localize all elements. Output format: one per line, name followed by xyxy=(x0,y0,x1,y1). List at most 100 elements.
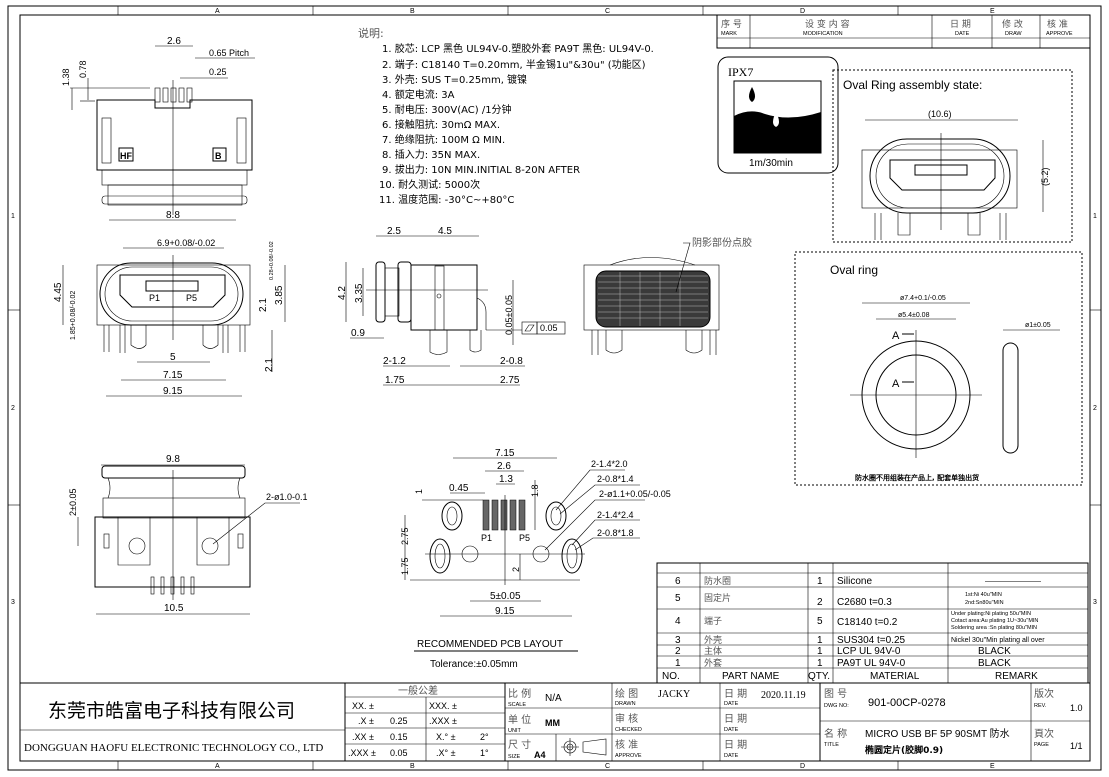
dim-text: 2.6 xyxy=(497,461,511,472)
bom-header: NO. PART NAME QTY. MATERIAL REMARK xyxy=(662,671,1038,682)
dim-text: 0.05 xyxy=(540,323,558,333)
dim-text: 1 xyxy=(414,489,424,494)
bom-name: 固定片 xyxy=(704,592,731,604)
tolerance-cell: X.° ± xyxy=(436,732,456,742)
unit-label-en: UNIT xyxy=(508,728,521,734)
zone-label: 2 xyxy=(11,405,15,412)
tolerance-cell: 2° xyxy=(480,732,489,742)
dim-text: ø7.4+0.1/-0.05 xyxy=(900,295,946,302)
dim-text: 2.6 xyxy=(167,36,181,47)
oval-ring-view: Oval ring ø7.4+0.1/-0.05 ø5.4±0.08 A A ø… xyxy=(794,251,1083,486)
rev-header: 修 改 xyxy=(1002,18,1023,30)
dim-text: 10.5 xyxy=(164,603,184,614)
note-item: 3. 外壳: SUS T=0.25mm, 镀镍 xyxy=(382,73,527,86)
dim-text: 2-0.8*1.4 xyxy=(597,474,634,484)
drawn-label-en: DRAWN xyxy=(615,701,636,707)
zone-label: C xyxy=(605,763,610,770)
side-view: 2.5 4.5 4.2 3.35 0.9 2-1.2 2-0.8 1.75 2.… xyxy=(337,226,566,386)
dim-text: 7.15 xyxy=(163,370,183,381)
rev-label-en: REV. xyxy=(1034,703,1047,709)
size-value: A4 xyxy=(534,750,546,760)
dim-text: 2-1.4*2.0 xyxy=(591,459,628,469)
dim-text: 0.65 Pitch xyxy=(209,48,249,58)
bom-no: 2 xyxy=(675,646,681,657)
dim-text: 5±0.05 xyxy=(490,591,521,602)
date-value: 2020.11.19 xyxy=(761,690,806,701)
scale-label-en: SCALE xyxy=(508,702,526,708)
bom-row: 6 防水圈 1 Silicone ———————— xyxy=(675,575,1041,587)
dim-text: 4.2 xyxy=(337,286,348,300)
title-label: 名 称 xyxy=(824,727,847,740)
dim-text: 2-ø1.1+0.05/-0.05 xyxy=(599,489,671,499)
bom-name: 端子 xyxy=(704,615,722,627)
zone-label: A xyxy=(215,763,220,770)
scale-value: N/A xyxy=(545,693,562,704)
ipx7-caption: 1m/30min xyxy=(749,158,793,169)
date-label-en: DATE xyxy=(724,727,739,733)
size-label-en: SIZE xyxy=(508,754,521,760)
assembly-view: Oval Ring assembly state: (10.6) (5.2) xyxy=(832,69,1073,243)
tolerance-grid: XX. ± XXX. ± .X ± 0.25 .XXX ± .XX ± 0.15… xyxy=(348,701,489,758)
bom-name: 主体 xyxy=(704,645,722,657)
rev-header-en: DRAW xyxy=(1005,31,1022,37)
zone-label: 3 xyxy=(1093,599,1097,606)
notes: 说明: 1. 胶芯: LCP 黑色 UL94V-0.塑胶外套 PA9T 黑色: … xyxy=(358,26,654,206)
dim-text: 6.9+0.08/-0.02 xyxy=(157,238,215,248)
dim-text: 2-ø1.0-0.1 xyxy=(266,492,308,502)
pcb-layout: P1 P5 7.15 2.6 1.3 0.45 1.8 1 2.75 1.75 … xyxy=(400,448,671,670)
dim-text: 0.25 xyxy=(209,67,227,77)
note-item: 1. 胶芯: LCP 黑色 UL94V-0.塑胶外套 PA9T 黑色: UL94… xyxy=(382,42,654,55)
rev-header-en: MODIFICATION xyxy=(803,31,843,37)
dim-text: 1.3 xyxy=(499,474,513,485)
note-item: 6. 接触阻抗: 30mΩ MAX. xyxy=(382,118,500,131)
water-icon xyxy=(734,111,821,153)
tolerance-cell: 0.25 xyxy=(390,716,408,726)
dim-text: 1.75 xyxy=(400,557,410,575)
pin-label: P5 xyxy=(186,293,197,303)
dim-text: 2.1 xyxy=(264,358,275,372)
approve-label-en: APPROVE xyxy=(615,753,642,759)
glue-view: 阴影部份点胶 xyxy=(583,236,752,355)
section-label: A xyxy=(892,330,900,342)
dim-text: 7.15 xyxy=(495,448,515,459)
bom-qty: 5 xyxy=(817,616,823,627)
dim-text: 1.75 xyxy=(385,375,405,386)
section-label: A xyxy=(892,378,900,390)
bom-no: 3 xyxy=(675,635,681,646)
checked-label-en: CHECKED xyxy=(615,727,642,733)
note-item: 4. 额定电流: 3A xyxy=(382,88,455,101)
dim-text: 0.05±0.05 xyxy=(504,295,514,335)
inner-frame xyxy=(19,14,1091,762)
tolerance-cell: XX. ± xyxy=(352,701,374,711)
bom-remark: 2nd:Sn80u"MIN xyxy=(965,600,1004,606)
bom-material: Silicone xyxy=(837,576,872,587)
bom-no: 1 xyxy=(675,658,681,669)
rev-header: 核 准 xyxy=(1047,18,1068,30)
zone-markers xyxy=(8,6,1101,770)
bom-remark: ———————— xyxy=(985,578,1041,585)
rev-header: 设 变 内 容 xyxy=(805,18,850,30)
tolerance-cell: .XX ± xyxy=(352,732,374,742)
zone-label: A xyxy=(215,8,220,15)
zone-label: 1 xyxy=(11,213,15,220)
bom-name: 防水圈 xyxy=(704,575,731,587)
dim-text: 2.75 xyxy=(500,375,520,386)
dim-text: 0.78 xyxy=(78,60,88,78)
zone-label: E xyxy=(990,8,995,15)
dim-text: ø5.4±0.08 xyxy=(898,312,930,319)
bom-qty: 1 xyxy=(817,576,823,587)
bom-row: 1 外套 1 PA9T UL 94V-0 BLACK xyxy=(675,657,1011,669)
projection-symbol-icon xyxy=(561,738,607,756)
tolerance-cell: .XXX ± xyxy=(429,716,457,726)
drawing-title-2: 椭圆定片(胶脚0.9) xyxy=(865,744,943,756)
pin-label: P1 xyxy=(481,533,492,543)
rev-label: 版次 xyxy=(1034,687,1054,700)
company-name-en: DONGGUAN HAOFU ELECTRONIC TECHNOLOGY CO.… xyxy=(24,742,323,754)
rev-value: 1.0 xyxy=(1070,703,1083,713)
unit-value: MM xyxy=(545,718,560,728)
bom-row: 4 端子 5 C18140 t=0.2 Under plating:Ni pla… xyxy=(675,611,1038,631)
revision-table: 序 号 MARK 设 变 内 容 MODIFICATION 日 期 DATE 修… xyxy=(716,14,1091,49)
dwg-number: 901-00CP-0278 xyxy=(868,697,946,709)
unit-label: 单 位 xyxy=(508,713,531,726)
dim-text: 3.35 xyxy=(354,283,365,303)
